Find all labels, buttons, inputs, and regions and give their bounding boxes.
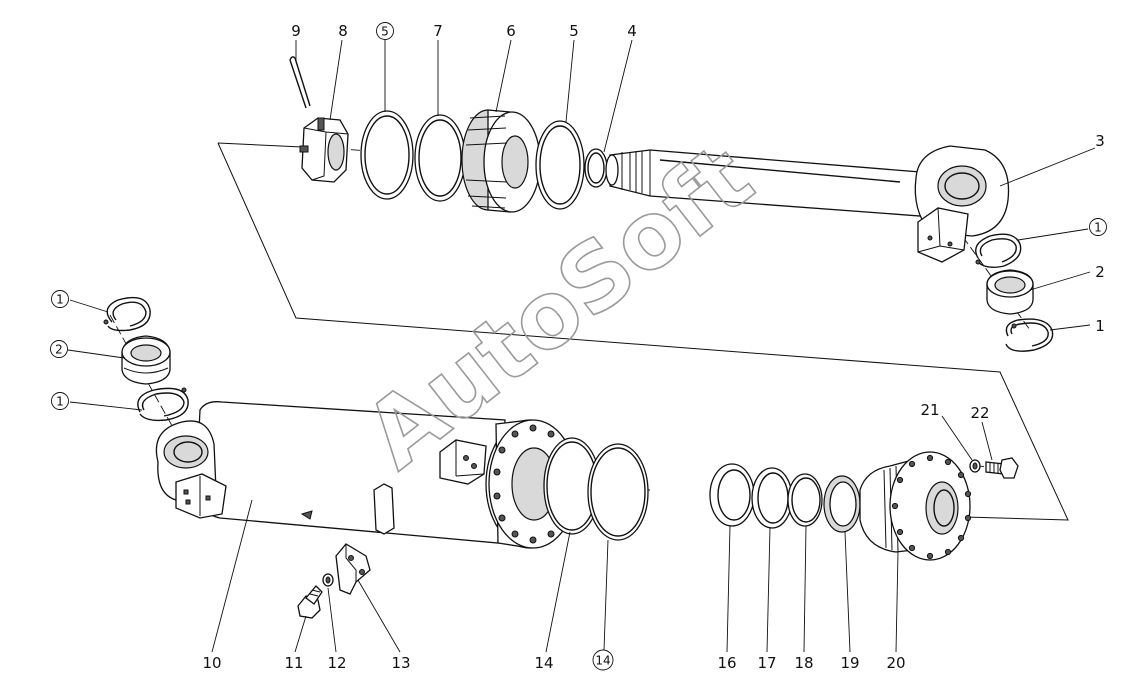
circle-2-left xyxy=(50,340,68,358)
circle-1-right xyxy=(1089,218,1107,236)
label-12: 12 xyxy=(327,654,346,672)
label-9: 9 xyxy=(291,22,301,40)
cylinder-head-20 xyxy=(859,451,972,561)
washer-21 xyxy=(969,459,981,473)
label-14-circled: 14 xyxy=(595,654,610,668)
label-19: 19 xyxy=(840,654,859,672)
snap-ring-1-left-top xyxy=(103,296,151,332)
label-13: 13 xyxy=(391,654,410,672)
snap-ring-1-left-bottom xyxy=(137,387,189,422)
label-2-circled-left: 2 xyxy=(55,343,63,357)
seal-ring-17 xyxy=(751,467,793,529)
label-16: 16 xyxy=(717,654,736,672)
bolt-22 xyxy=(985,457,1019,479)
label-22: 22 xyxy=(970,404,989,422)
label-3: 3 xyxy=(1095,132,1105,150)
snap-ring-1-right-bottom xyxy=(1005,318,1054,352)
label-1-circled-left-bottom: 1 xyxy=(56,395,64,409)
label-1-circled-right: 1 xyxy=(1094,221,1102,235)
guide-line-frame xyxy=(217,142,1069,521)
snap-ring-1-right-top xyxy=(975,233,1022,269)
piston-rod-3 xyxy=(605,145,1010,263)
label-20: 20 xyxy=(886,654,905,672)
bolt-11 xyxy=(297,585,323,619)
circle-1-left-top xyxy=(51,290,69,308)
head-bolt-holes xyxy=(891,454,972,560)
label-1-right: 1 xyxy=(1095,317,1105,335)
circle-1-left-bottom xyxy=(51,392,69,410)
o-ring-14-circled xyxy=(587,443,649,541)
seal-ring-18 xyxy=(787,473,823,527)
clamp-13 xyxy=(335,543,371,595)
label-4: 4 xyxy=(627,22,637,40)
seal-ring-7 xyxy=(414,114,466,202)
label-5-circled: 5 xyxy=(381,25,389,39)
circle-14 xyxy=(592,649,614,671)
piston-6 xyxy=(461,109,541,213)
label-5: 5 xyxy=(569,22,579,40)
label-14: 14 xyxy=(534,654,553,672)
cotter-pin-9 xyxy=(289,56,311,109)
spherical-bearing-2-right xyxy=(986,269,1034,315)
flange-bolt-holes xyxy=(493,424,574,544)
o-ring-4 xyxy=(584,148,608,188)
washer-12 xyxy=(322,573,334,587)
label-6: 6 xyxy=(506,22,516,40)
seal-ring-19 xyxy=(823,475,861,533)
wiper-ring-16 xyxy=(709,463,755,527)
label-1-circled-left-top: 1 xyxy=(56,293,64,307)
spherical-bearing-2-left xyxy=(121,335,171,385)
label-21: 21 xyxy=(920,401,939,419)
label-11: 11 xyxy=(284,654,303,672)
label-7: 7 xyxy=(433,22,443,40)
castle-nut-8 xyxy=(299,117,349,183)
guide-line-top-left xyxy=(217,142,303,148)
part-labels: 9 8 5 7 6 5 4 3 1 2 1 1 2 1 21 22 10 11 … xyxy=(50,22,1107,672)
o-ring-14 xyxy=(543,437,601,535)
seal-ring-5-circled xyxy=(360,110,414,200)
label-17: 17 xyxy=(757,654,776,672)
label-10: 10 xyxy=(202,654,221,672)
label-2-right: 2 xyxy=(1095,263,1105,281)
leader-lines xyxy=(67,39,1096,653)
label-8: 8 xyxy=(338,22,348,40)
circle-5-top xyxy=(376,22,394,40)
seal-ring-5 xyxy=(535,120,585,210)
label-18: 18 xyxy=(794,654,813,672)
